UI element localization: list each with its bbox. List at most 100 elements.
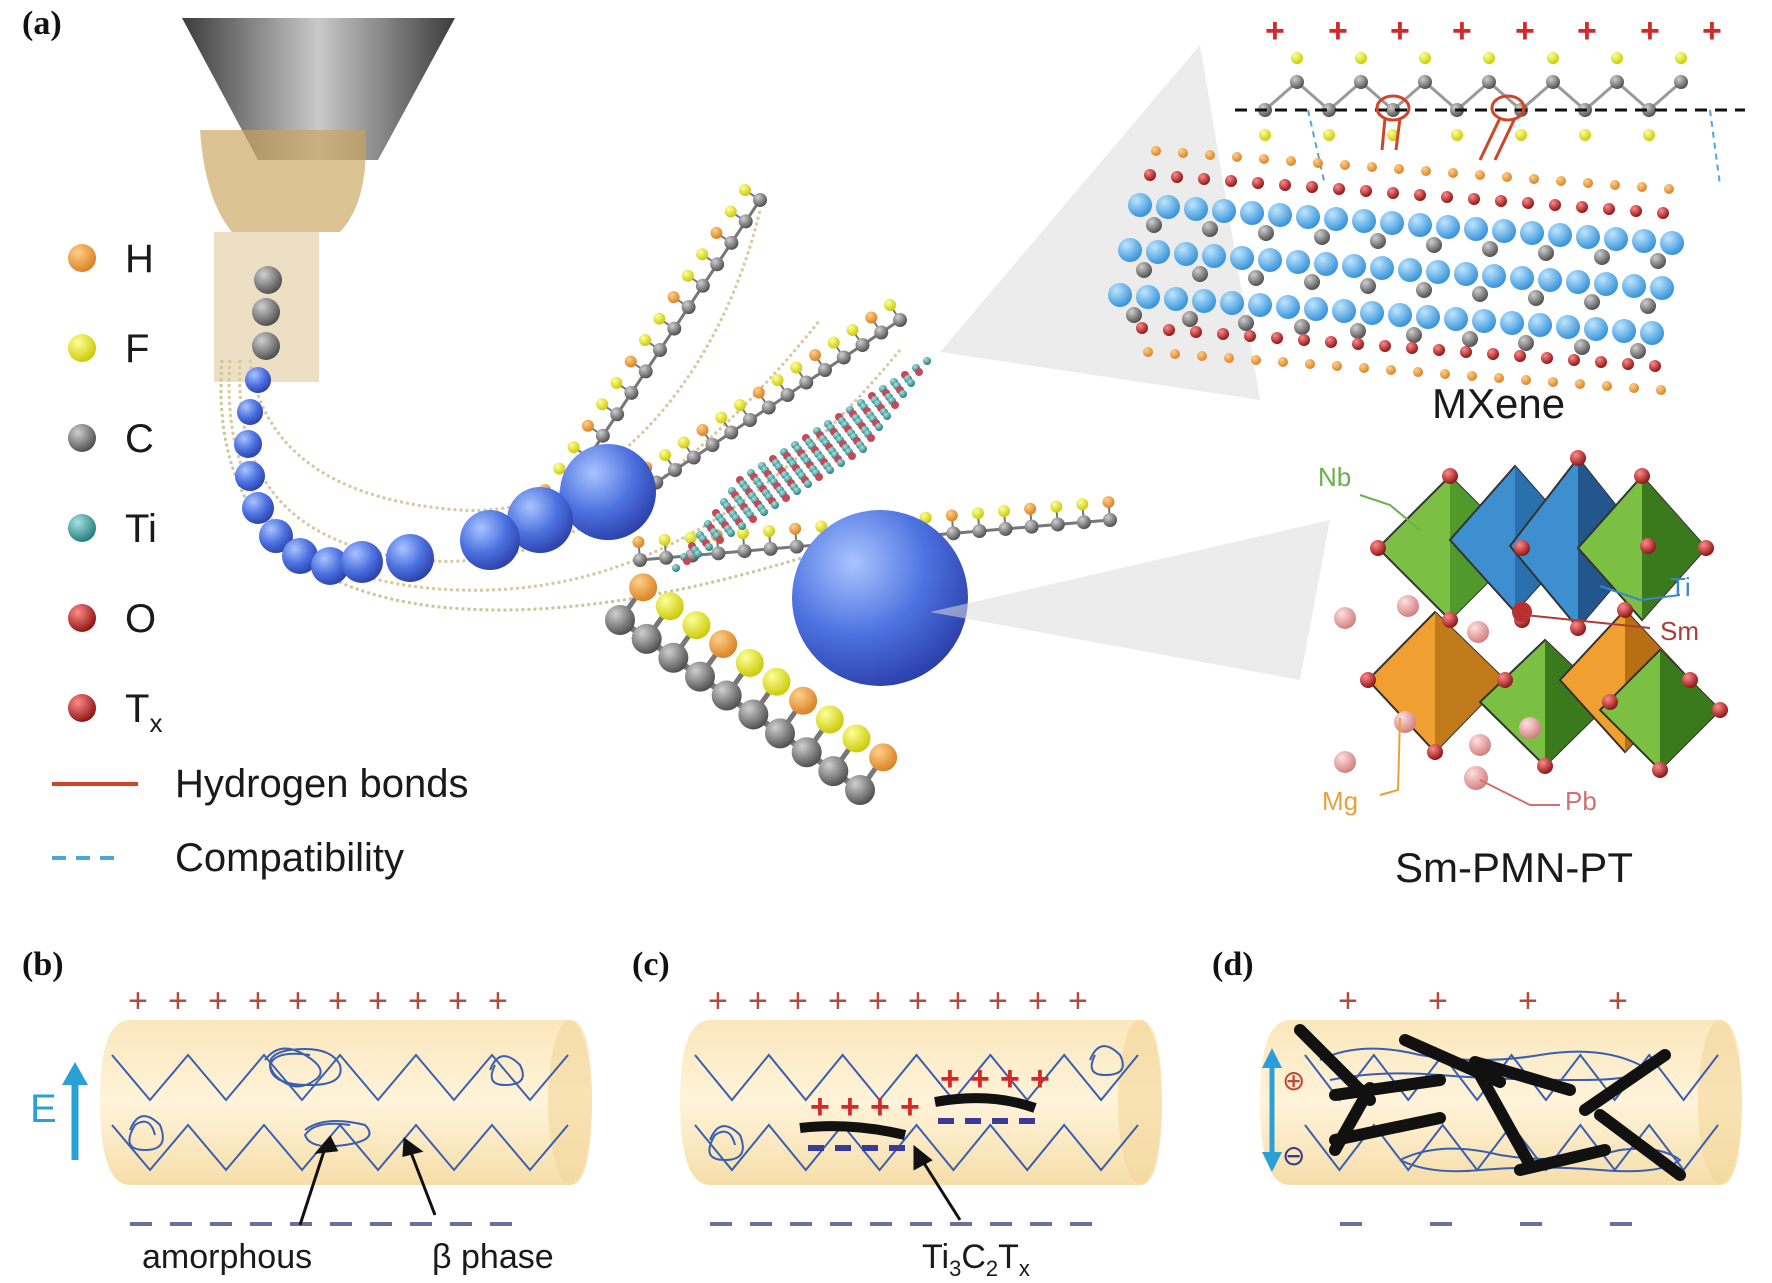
- mxene-ti-atom: [1650, 276, 1674, 300]
- mxene-polymer-f: [1419, 52, 1431, 64]
- flake-atom: [716, 536, 724, 544]
- minus-charge: [1030, 1222, 1052, 1226]
- chain-side-atom: [971, 507, 984, 520]
- chain-side-atom: [696, 248, 709, 261]
- flake-atom: [837, 459, 845, 467]
- mxene-o-atom: [1514, 350, 1526, 362]
- plus-charge: +: [488, 982, 508, 1020]
- flake-atom: [923, 357, 931, 365]
- chain-backbone-atom: [667, 321, 682, 336]
- plus-charge: +: [1068, 982, 1088, 1020]
- mxene-ti-atom: [1454, 262, 1478, 286]
- mxene-o-atom: [1406, 342, 1418, 354]
- flake-atom: [848, 452, 856, 460]
- mxene-ti-atom: [1108, 283, 1132, 307]
- flake-atom: [883, 412, 891, 420]
- mxene-c-atom: [1202, 221, 1218, 237]
- mxene-ti-atom: [1444, 307, 1468, 331]
- chain-backbone-atom: [633, 553, 647, 567]
- plus-charge: +: [208, 982, 228, 1020]
- minus-circle-label: ⊖: [1282, 1139, 1305, 1172]
- mxene-h-atom: [1421, 166, 1431, 176]
- mxene-o-atom: [1576, 201, 1588, 213]
- mxene-polymer-f: [1675, 52, 1687, 64]
- mxene-c-atom: [1594, 249, 1610, 265]
- legend-swatch-h: [68, 244, 96, 272]
- chain-side-atom: [553, 462, 566, 475]
- plus-charge: +: [288, 982, 308, 1020]
- mxene-polymer-f: [1291, 52, 1303, 64]
- mxene-ti-atom: [1276, 295, 1300, 319]
- mxene-plus-charge: +: [1577, 12, 1597, 50]
- mxene-polymer-f: [1451, 129, 1463, 141]
- legend-label-f: F: [125, 327, 149, 371]
- beta-chains-b: [111, 1053, 569, 1172]
- zoom-wedge-pmn: [930, 520, 1330, 680]
- mxene-h-atom: [1475, 170, 1485, 180]
- mxene-ti-atom: [1482, 264, 1506, 288]
- mxene-c-atom: [1574, 339, 1590, 355]
- mxene-ti-atom: [1192, 289, 1216, 313]
- mxene-o-atom: [1198, 173, 1210, 185]
- amorphous-coils-c: [708, 1045, 1124, 1162]
- mxene-o-atom: [1360, 185, 1372, 197]
- chain-backbone-atom: [738, 214, 753, 229]
- mxene-h-atom: [1637, 182, 1647, 192]
- minus-charge: [370, 1222, 392, 1226]
- sheet-plus-charge: +: [840, 1088, 860, 1126]
- mxene-o-atom: [1225, 175, 1237, 187]
- mxene-c-atom: [1538, 245, 1554, 261]
- plus-charge: +: [408, 982, 428, 1020]
- plus-charge: +: [788, 982, 808, 1020]
- minus-charge: [1070, 1222, 1092, 1226]
- chain-backbone-atom: [653, 343, 667, 357]
- mxene-ti-atom: [1556, 315, 1580, 339]
- beta-chain-zigzag: [111, 1123, 569, 1172]
- mxene-h-atom: [1602, 381, 1612, 391]
- minus-charge: [750, 1222, 772, 1226]
- mxene-ti-atom: [1342, 254, 1366, 278]
- chain-side-atom: [1102, 496, 1115, 509]
- flake-atom: [694, 550, 702, 558]
- mxene-ti-atom: [1640, 321, 1664, 345]
- mxene-ti-atom: [1622, 274, 1646, 298]
- chain-side-atom: [684, 531, 697, 544]
- plus-charge: +: [1428, 982, 1448, 1020]
- chain-side-atom: [659, 449, 672, 462]
- chain-side-atom: [581, 419, 594, 432]
- mxene-polymer-f: [1547, 52, 1559, 64]
- sheet-minus-charge: [965, 1118, 981, 1124]
- plus-charge: +: [1608, 982, 1628, 1020]
- chain-side-atom: [682, 611, 711, 640]
- panel-letter-d: (d): [1212, 946, 1254, 983]
- mxene-o-atom: [1171, 171, 1183, 183]
- mxene-ti-atom: [1388, 303, 1412, 327]
- mxene-h-atom: [1556, 176, 1566, 186]
- mxene-h-atom: [1583, 178, 1593, 188]
- chain-backbone-atom: [685, 661, 715, 692]
- chain-particle: [237, 399, 263, 425]
- mxene-sheets-c: [799, 1093, 1037, 1140]
- mg-label: Mg: [1322, 786, 1358, 816]
- mxene-h-atom: [1224, 353, 1234, 363]
- mxene-o-atom: [1163, 324, 1175, 336]
- plus-charge: +: [988, 982, 1008, 1020]
- chain-particle: [386, 534, 434, 582]
- mxene-o-atom: [1136, 322, 1148, 334]
- mxene-h-atom: [1440, 369, 1450, 379]
- minus-charge: [870, 1222, 892, 1226]
- plus-circle-label: ⊕: [1282, 1064, 1305, 1097]
- positive-charges-b: ++++++++++: [128, 982, 508, 1020]
- mxene-polymer-f: [1323, 129, 1335, 141]
- sheet-plus-charge: +: [870, 1088, 890, 1126]
- mxene-c-atom: [1584, 294, 1600, 310]
- mxene-h-atom: [1494, 373, 1504, 383]
- fiber-b: [100, 1020, 592, 1185]
- mxene-o-atom: [1414, 189, 1426, 201]
- mxene-o-atom: [1190, 326, 1202, 338]
- chain-side-atom: [653, 312, 666, 325]
- mxene-polymer-atom: [1674, 75, 1688, 89]
- chain-backbone-atom: [753, 193, 767, 207]
- mxene-polymer-f: [1259, 129, 1271, 141]
- particle-chain: [234, 266, 434, 585]
